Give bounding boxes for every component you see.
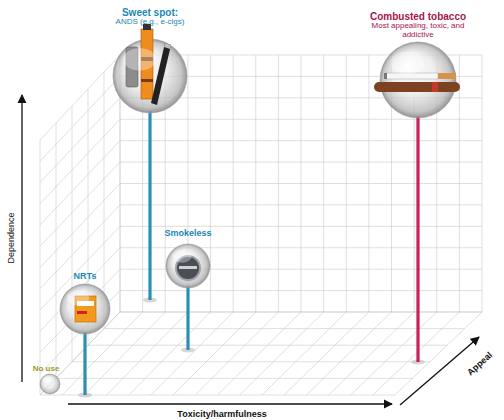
grid-line	[173, 312, 256, 395]
product-illustration	[141, 79, 153, 82]
product-illustration	[374, 82, 460, 92]
grid-line	[129, 312, 211, 395]
grid-line	[120, 312, 482, 313]
grid-line	[40, 55, 120, 140]
grid-line	[262, 312, 346, 395]
node-heading: No use	[21, 365, 71, 374]
sphere-caption: Combusted tobaccoMost appealing, toxic, …	[366, 11, 470, 40]
grid-line	[40, 162, 120, 246]
sphere-caption: No use	[21, 365, 71, 374]
stem-layer	[78, 111, 425, 398]
axis-layer	[22, 95, 479, 405]
grid-line	[218, 312, 302, 395]
grid-line	[40, 98, 120, 183]
grid-line	[328, 312, 414, 395]
sphere-highlight	[390, 52, 424, 75]
grid-line	[284, 312, 369, 395]
grid-line	[40, 269, 120, 352]
product-illustration	[432, 82, 438, 92]
node-subtitle: ANDS (e.g., e-cigs)	[85, 18, 215, 27]
grid-line	[40, 226, 120, 310]
sphere-highlight	[123, 48, 156, 70]
grid-line	[120, 183, 482, 184]
product-illustration	[386, 73, 438, 79]
sphere-caption: Sweet spot:ANDS (e.g., e-cigs)	[85, 7, 215, 27]
axis-label: Toxicity/harmfulness	[177, 410, 266, 419]
node-heading: Sweet spot:	[85, 7, 215, 18]
sphere-highlight	[67, 290, 90, 305]
grid-line	[120, 140, 482, 141]
grid-line	[120, 119, 482, 120]
grid-line	[56, 378, 412, 379]
stem-line	[83, 332, 86, 395]
product-illustration	[151, 43, 171, 105]
sphere-outline	[380, 42, 456, 118]
grid-line	[395, 312, 482, 395]
grid-line	[40, 205, 120, 289]
grid-line	[240, 312, 324, 395]
stem-line	[186, 286, 189, 350]
grid-line	[120, 226, 482, 227]
grid-line	[104, 328, 465, 329]
sphere-outline	[113, 39, 187, 113]
grid-line	[72, 361, 430, 362]
grid-line	[40, 141, 120, 225]
sphere-body	[40, 374, 60, 394]
stem-line	[416, 116, 419, 362]
grid-line	[195, 312, 278, 395]
grid-line	[107, 312, 188, 395]
grid-line	[120, 312, 482, 313]
grid-line	[40, 395, 395, 396]
grid-line	[120, 204, 482, 205]
sphere-caption: Smokeless	[148, 228, 228, 238]
product-illustration	[179, 266, 197, 269]
sphere-highlight	[43, 377, 52, 383]
sphere-body	[166, 244, 210, 288]
sphere-outline	[166, 244, 210, 288]
stem-line	[148, 111, 151, 300]
product-sphere: No use	[40, 374, 60, 394]
product-illustration	[77, 311, 87, 314]
grid-line	[306, 312, 391, 395]
node-heading: Smokeless	[148, 228, 228, 238]
product-sphere: Combusted tobaccoMost appealing, toxic, …	[380, 42, 456, 118]
product-sphere: Smokeless	[166, 244, 210, 288]
grid-line	[88, 345, 447, 346]
product-illustration	[438, 73, 456, 79]
grid-line	[40, 184, 120, 268]
product-sphere: NRTs	[60, 284, 110, 334]
grid-line	[40, 76, 120, 161]
sphere-highlight	[172, 250, 192, 263]
grid-line	[120, 247, 482, 248]
grid-line	[373, 312, 460, 395]
axis-label: Dependence	[7, 212, 16, 263]
product-illustration	[164, 43, 171, 49]
grid-line	[120, 290, 482, 291]
sphere-outline	[40, 374, 60, 394]
product-illustration	[384, 73, 387, 79]
node-subtitle: Most appealing, toxic, and addictive	[366, 22, 470, 40]
axis-label: Appeal	[466, 351, 494, 378]
grid-line	[40, 119, 120, 204]
sphere-caption: NRTs	[55, 271, 115, 281]
grid-line	[120, 162, 482, 163]
axis-arrow	[21, 95, 22, 382]
axis-arrow	[68, 403, 392, 404]
sphere-body	[60, 284, 110, 334]
sphere-body	[380, 42, 456, 118]
sphere-outline	[60, 284, 110, 334]
grid-line	[351, 312, 437, 395]
product-sphere: Sweet spot:ANDS (e.g., e-cigs)	[113, 39, 187, 113]
node-heading: NRTs	[55, 271, 115, 281]
product-illustration-group	[374, 73, 460, 92]
grid-line	[151, 312, 233, 395]
node-heading: Combusted tobacco	[366, 11, 470, 22]
